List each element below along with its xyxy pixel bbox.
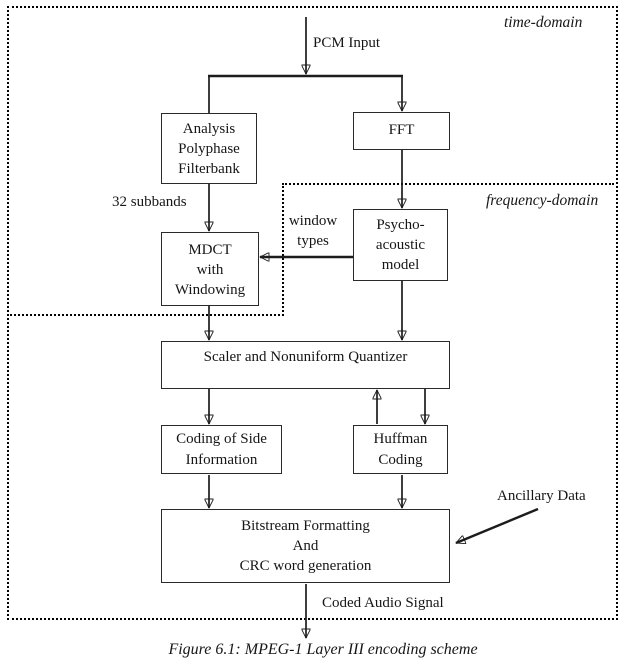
pcm-input-label: PCM Input (313, 35, 381, 51)
side-information-line1: Coding of Side (176, 431, 267, 447)
coded-audio-signal-label: Coded Audio Signal (322, 595, 444, 611)
frequency-domain-border-top (282, 183, 614, 185)
frequency-domain-label: frequency-domain (486, 192, 599, 209)
window-types-line2: types (297, 233, 329, 249)
bitstream-line1: Bitstream Formatting (241, 518, 370, 534)
ancillary-data-label: Ancillary Data (497, 488, 586, 504)
window-types-line1: window (288, 213, 338, 229)
bitstream-line3: CRC word generation (239, 558, 372, 574)
side-information-box: Coding of Side Information (161, 425, 282, 474)
huffman-line1: Huffman (373, 431, 428, 447)
psychoacoustic-line2: acoustic (375, 237, 426, 253)
time-domain-label: time-domain (504, 14, 583, 31)
analysis-filterbank-line1: Analysis (182, 121, 236, 137)
huffman-line2: Coding (378, 452, 423, 468)
time-domain-border-bottom (7, 314, 284, 316)
mdct-box: MDCT with Windowing (161, 232, 259, 306)
outer-dotted-border (7, 6, 618, 620)
figure-caption: Figure 6.1: MPEG-1 Layer III encoding sc… (168, 641, 478, 658)
frequency-domain-border-left (282, 183, 284, 316)
mdct-line1: MDCT (188, 242, 232, 258)
mdct-line3: Windowing (174, 282, 246, 298)
analysis-filterbank-line2: Polyphase (178, 141, 240, 157)
side-information-line2: Information (185, 452, 258, 468)
fft-label: FFT (388, 122, 415, 138)
psychoacoustic-line1: Psycho- (376, 217, 425, 233)
bitstream-line2: And (292, 538, 319, 554)
psychoacoustic-line3: model (381, 257, 420, 273)
quantizer-box: Scaler and Nonuniform Quantizer (161, 341, 450, 389)
analysis-filterbank-box: Analysis Polyphase Filterbank (161, 113, 257, 184)
window-types-label: window types (279, 211, 347, 251)
huffman-coding-box: Huffman Coding (353, 425, 448, 474)
analysis-filterbank-line3: Filterbank (178, 161, 240, 177)
psychoacoustic-model-box: Psycho- acoustic model (353, 209, 448, 281)
mdct-line2: with (196, 262, 224, 278)
subbands-label: 32 subbands (112, 194, 187, 210)
bitstream-formatting-box: Bitstream Formatting And CRC word genera… (161, 509, 450, 583)
quantizer-label: Scaler and Nonuniform Quantizer (203, 349, 408, 365)
fft-box: FFT (353, 112, 450, 150)
